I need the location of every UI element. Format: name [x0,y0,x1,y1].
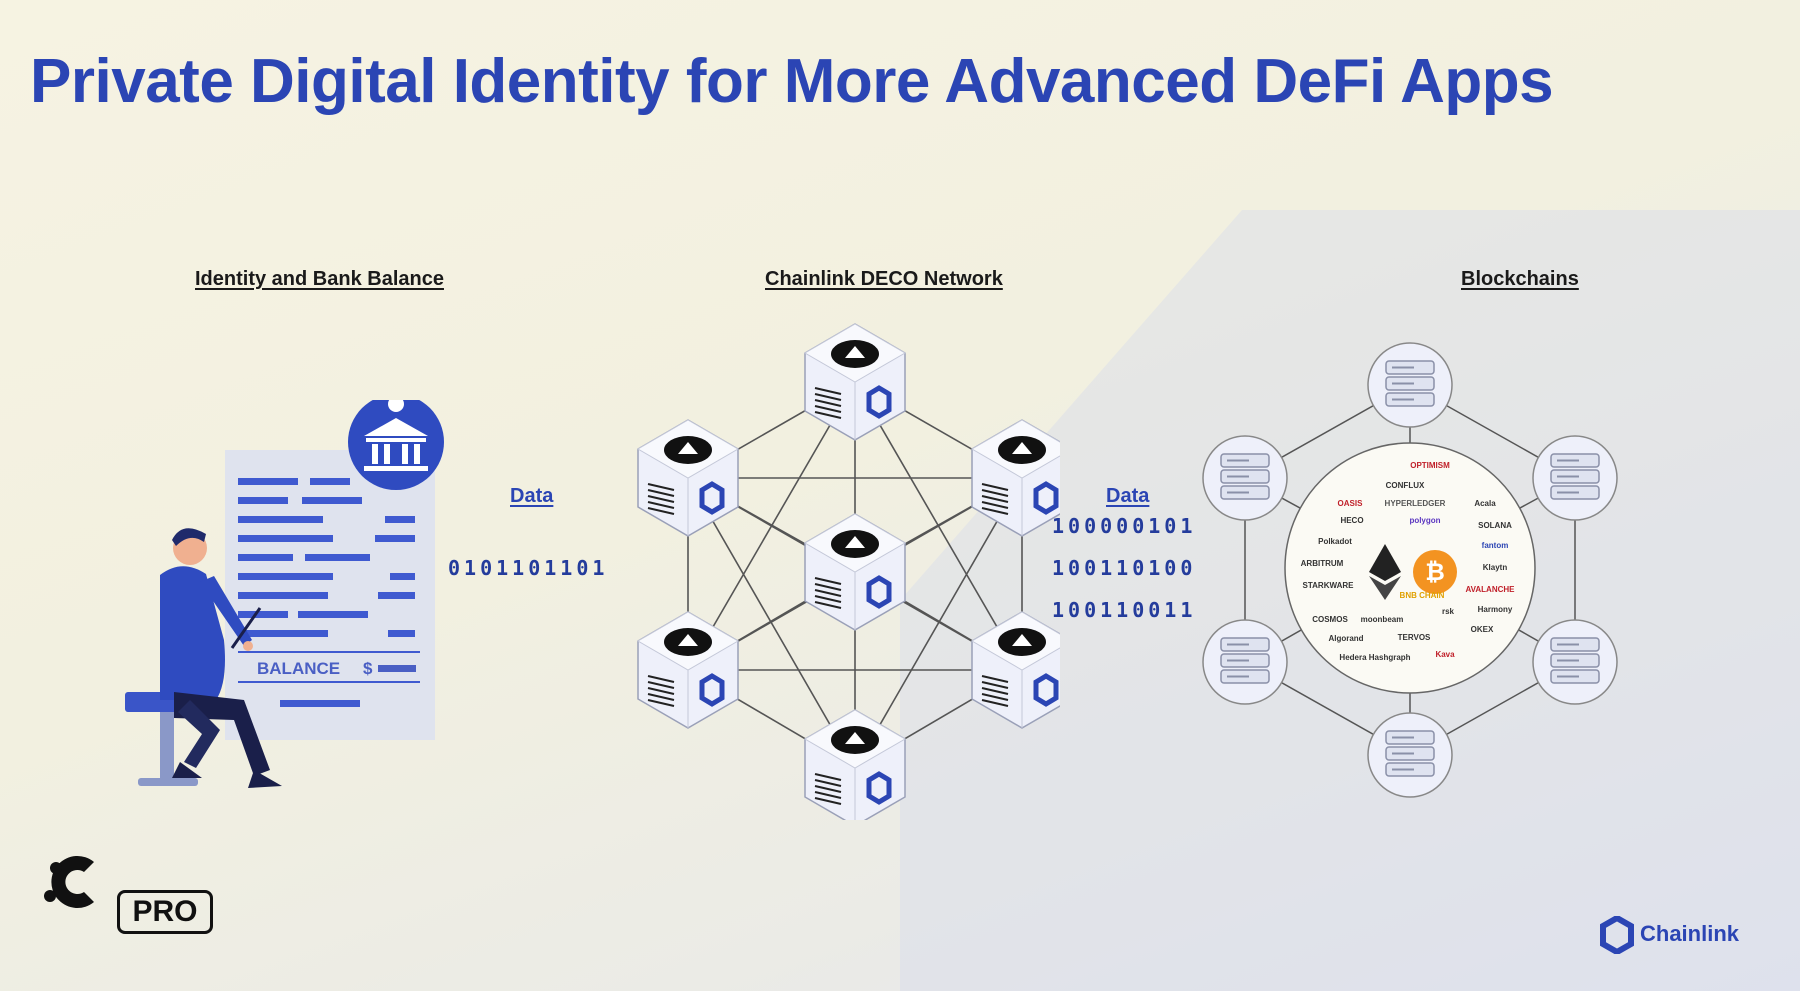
deco-node-cube-icon [971,419,1060,537]
deco-node-cube-icon [804,323,906,441]
bitcoin-icon: ₿ [1413,550,1457,594]
section-heading-identity: Identity and Bank Balance [195,268,444,290]
ecosystem-logo-algorand: Algorand [1328,634,1363,643]
server-rack-icon [1202,435,1288,521]
ecosystem-logo-polkadot: Polkadot [1318,537,1352,546]
slide-title: Private Digital Identity for More Advanc… [30,47,1554,116]
ecosystem-logo-rsk: rsk [1442,607,1455,616]
ecosystem-logo-tervos: TERVOS [1398,633,1431,642]
balance-currency: $ [363,659,373,678]
ecosystem-logo-heco: HECO [1340,516,1363,525]
deco-network-diagram [637,323,1060,820]
ecosystem-logo-kava: Kava [1435,650,1455,659]
ecosystem-logo-starkware: STARKWARE [1303,581,1355,590]
svg-text:₿: ₿ [1425,559,1445,586]
ecosystem-logo-acala: Acala [1474,499,1496,508]
deco-node-cube-icon [804,709,906,820]
ecosystem-logo-hedera-hashgraph: Hedera Hashgraph [1339,653,1410,662]
server-rack-icon [1532,435,1618,521]
blockchains-diagram: ₿ OPTIMISM CONFLUX OASIS HYPERLEDGER AcalaHEC… [1202,342,1618,798]
chainlink-brand-text: Chainlink [1640,921,1740,946]
pro-badge: PRO [117,890,213,934]
ecosystem-logo-moonbeam: moonbeam [1361,615,1404,624]
balance-label: BALANCE [257,659,340,678]
ecosystem-circle [1284,442,1536,694]
server-rack-icon [1532,619,1618,705]
ecosystem-logo-arbitrum: ARBITRUM [1301,559,1344,568]
network-link [854,477,1023,769]
ecosystem-logo-optimism: OPTIMISM [1410,461,1450,470]
server-rack-icon [1367,712,1453,798]
data-bits-right-3: 100110011 [1052,598,1197,622]
ecosystem-logo-solana: SOLANA [1478,521,1512,530]
ecosystem-logo-bnb-chain: BNB CHAIN [1400,591,1445,600]
data-label-left: Data [510,485,554,507]
bank-icon [348,400,444,490]
data-bits-right-2: 100110100 [1052,556,1197,580]
identity-illustration: BALANCE $ [125,400,444,788]
data-bits-left: 0101101101 [448,556,609,580]
section-heading-blockchains: Blockchains [1461,268,1579,290]
deco-node-cube-icon [804,513,906,631]
ecosystem-logo-polygon: polygon [1409,516,1440,525]
ethereum-icon [1369,544,1401,600]
ecosystem-logo-fantom: fantom [1482,541,1509,550]
statement-lines [238,478,415,707]
person-laptop-icon [160,528,282,788]
ecosystem-logo-conflux: CONFLUX [1386,481,1425,490]
deco-node-cube-icon [637,611,739,729]
ecosystem-logo-harmony: Harmony [1478,605,1513,614]
server-rack-icon [1202,619,1288,705]
deco-node-cube-icon [971,611,1060,729]
section-heading-network: Chainlink DECO Network [765,268,1003,290]
chainlink-hex-icon [1600,916,1634,954]
ecosystem-logo-avalanche: AVALANCHE [1465,585,1515,594]
channel-c-logo-icon [44,856,94,908]
ecosystem-logo-klaytn: Klaytn [1483,563,1508,572]
data-label-right: Data [1106,485,1150,507]
ecosystem-logo-cosmos: COSMOS [1312,615,1348,624]
server-rack-icon [1367,342,1453,428]
ecosystem-logo-oasis: OASIS [1338,499,1364,508]
deco-node-cube-icon [637,419,739,537]
network-link [687,477,856,769]
ecosystem-logo-okex: OKEX [1471,625,1494,634]
data-bits-right-1: 100000101 [1052,514,1197,538]
ecosystem-logo-hyperledger: HYPERLEDGER [1385,499,1446,508]
